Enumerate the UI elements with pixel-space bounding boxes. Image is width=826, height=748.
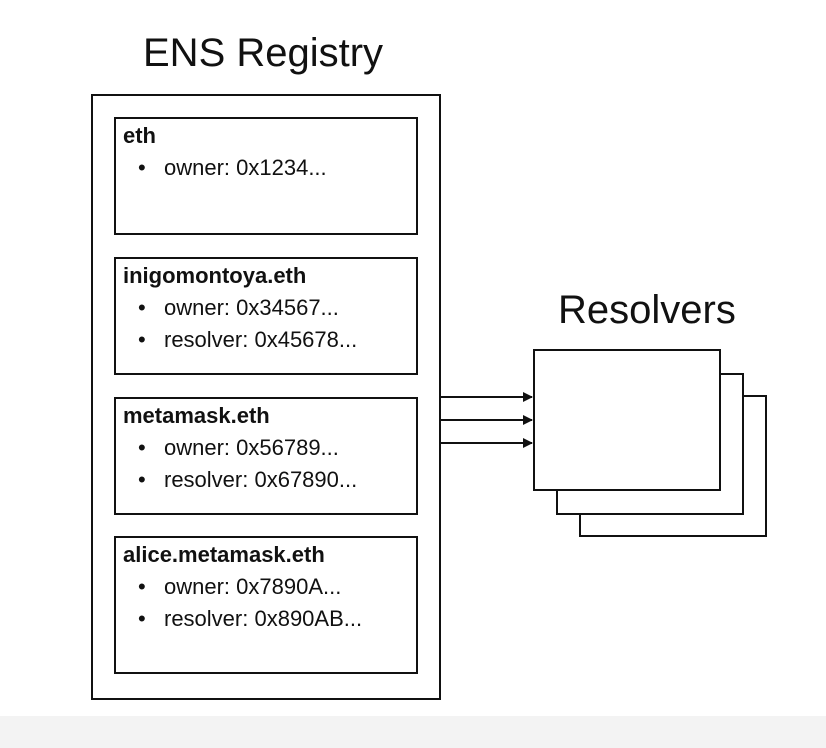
bullet-icon: • — [138, 435, 146, 460]
bullet-icon: • — [138, 155, 146, 180]
field-text: resolver: 0x67890... — [164, 467, 358, 492]
registry-entry-metamask: metamask.eth • owner: 0x56789... • resolve… — [114, 397, 418, 515]
registry-entry-alice-metamask: alice.metamask.eth • owner: 0x7890A... • r… — [114, 536, 418, 674]
field-text: resolver: 0x45678... — [164, 327, 358, 352]
bottom-band — [0, 716, 826, 748]
entry-name: alice.metamask.eth — [123, 542, 325, 567]
entry-field-owner: • owner: 0x7890A... — [138, 576, 341, 598]
field-text: resolver: 0x890AB... — [164, 606, 363, 631]
field-text: owner: 0x34567... — [164, 295, 339, 320]
entry-field-owner: • owner: 0x1234... — [138, 157, 327, 179]
bullet-icon: • — [138, 327, 146, 352]
registry-entry-inigomontoya: inigomontoya.eth • owner: 0x34567... • res… — [114, 257, 418, 375]
entry-name: metamask.eth — [123, 403, 270, 428]
field-text: owner: 0x1234... — [164, 155, 327, 180]
resolvers-title: Resolvers — [558, 288, 736, 332]
entry-field-resolver: • resolver: 0x890AB... — [138, 608, 362, 630]
entry-name: eth — [123, 123, 156, 148]
field-text: owner: 0x56789... — [164, 435, 339, 460]
bullet-icon: • — [138, 574, 146, 599]
entry-name: inigomontoya.eth — [123, 263, 307, 288]
bullet-icon: • — [138, 467, 146, 492]
entry-field-owner: • owner: 0x34567... — [138, 297, 339, 319]
bullet-icon: • — [138, 606, 146, 631]
entry-field-resolver: • resolver: 0x45678... — [138, 329, 357, 351]
resolver-card-front — [533, 349, 721, 491]
bullet-icon: • — [138, 295, 146, 320]
field-text: owner: 0x7890A... — [164, 574, 342, 599]
entry-field-owner: • owner: 0x56789... — [138, 437, 339, 459]
registry-entry-eth: eth • owner: 0x1234... — [114, 117, 418, 235]
entry-field-resolver: • resolver: 0x67890... — [138, 469, 357, 491]
registry-title: ENS Registry — [143, 31, 384, 75]
